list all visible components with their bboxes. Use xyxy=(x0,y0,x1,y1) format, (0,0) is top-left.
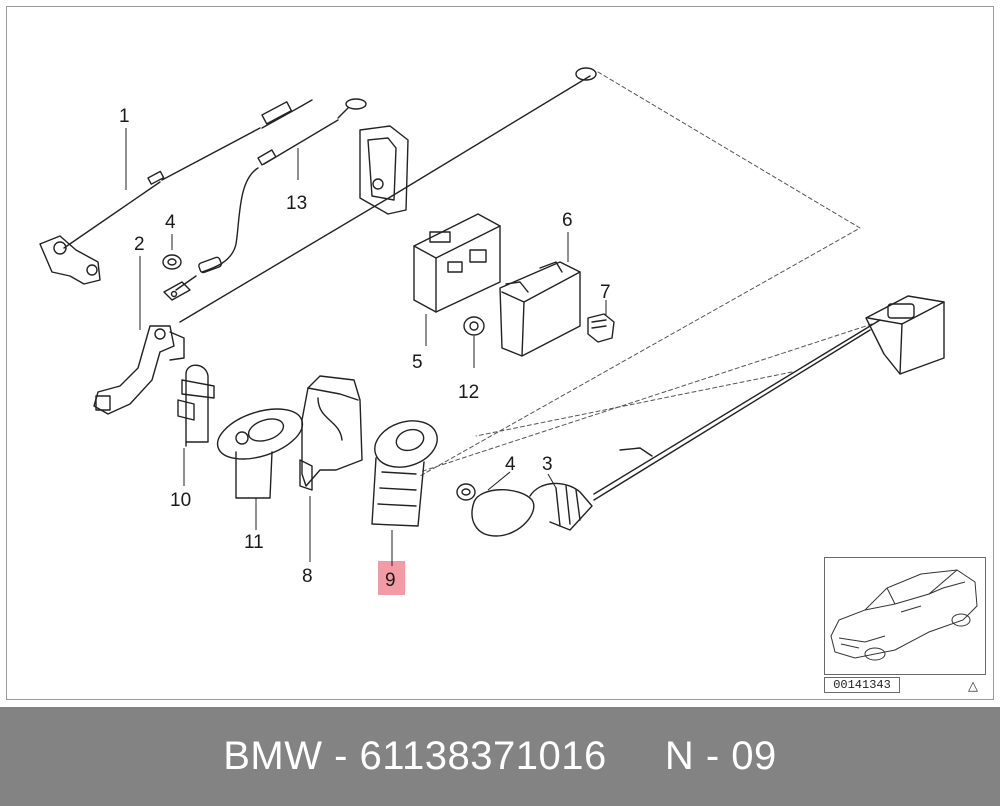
callout-4-top: 4 xyxy=(165,212,176,233)
dashed-reference-lines xyxy=(419,71,873,477)
callout-labels: 1 2 3 4 4 5 6 7 8 9 10 11 12 13 xyxy=(119,106,611,591)
image-code: 00141343 xyxy=(824,677,900,693)
callout-10: 10 xyxy=(170,490,191,511)
parts-diagram: 1 2 3 4 4 5 6 7 8 9 10 11 12 13 xyxy=(39,67,945,591)
long-cable-top xyxy=(179,67,597,323)
warning-triangle-icon: △ xyxy=(968,678,978,693)
part-8-cover xyxy=(299,375,363,491)
part-6-module xyxy=(499,261,581,357)
callout-8: 8 xyxy=(302,566,313,587)
callout-11: 11 xyxy=(244,532,264,553)
callout-5: 5 xyxy=(412,352,423,373)
highlight-box-part-9 xyxy=(378,561,405,595)
part-13-cable xyxy=(163,98,367,301)
callout-6: 6 xyxy=(562,210,573,231)
callout-3: 3 xyxy=(542,454,553,475)
callout-12: 12 xyxy=(458,382,479,403)
part-3-cable xyxy=(471,319,881,537)
right-connector-housing xyxy=(865,295,945,375)
part-4-nut-top xyxy=(162,254,182,270)
part-2-bracket xyxy=(93,325,185,415)
part-4-nut-bottom xyxy=(456,483,476,501)
callout-7: 7 xyxy=(600,282,611,303)
callout-9: 9 xyxy=(385,570,396,591)
callout-4-bottom: 4 xyxy=(505,454,516,475)
callout-2: 2 xyxy=(134,234,145,255)
part-12-nut xyxy=(463,316,485,336)
part-5-holder xyxy=(413,213,501,313)
callout-13: 13 xyxy=(286,193,307,214)
footer-bar: BMW - 61138371016 N - 09 xyxy=(0,707,1000,806)
leader-lines xyxy=(125,128,607,566)
part-7-clip xyxy=(587,313,615,343)
part-10-clamp xyxy=(177,364,215,447)
part-9-boot xyxy=(371,420,438,527)
car-icon xyxy=(830,569,978,661)
part-11-cap xyxy=(216,408,304,499)
callout-1: 1 xyxy=(119,106,130,127)
vehicle-thumbnail xyxy=(824,557,986,675)
part-1-cable xyxy=(39,99,313,285)
part-number-caption: BMW - 61138371016 N - 09 xyxy=(223,734,777,778)
